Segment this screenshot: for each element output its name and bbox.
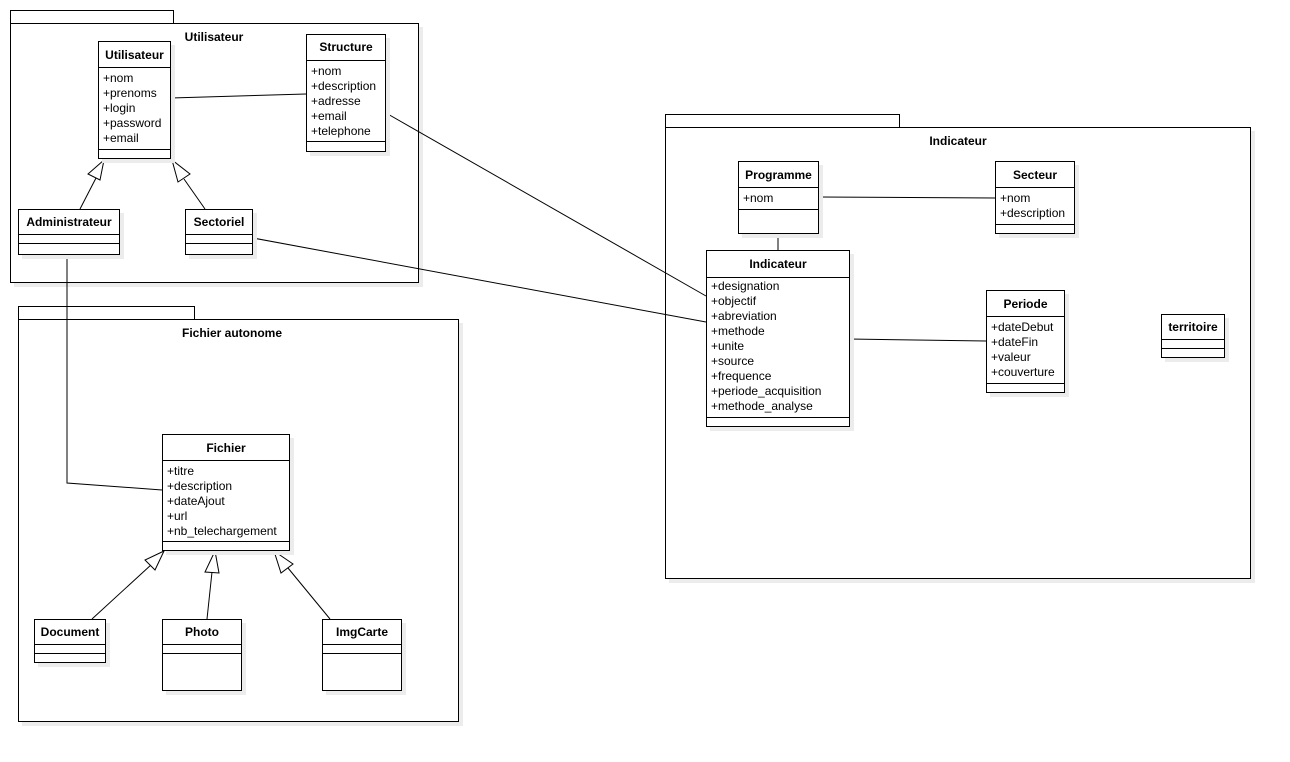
class-attributes: +nom +description xyxy=(996,188,1074,225)
generalization-photo xyxy=(206,571,213,620)
attribute: +methode xyxy=(711,324,765,338)
attribute: +login xyxy=(103,101,136,115)
class-attributes xyxy=(163,645,241,654)
generalization-arrowhead xyxy=(273,549,294,574)
attribute: +description xyxy=(1000,206,1066,220)
attribute: +email xyxy=(311,109,347,123)
attribute: +nom xyxy=(743,191,774,205)
attribute: +url xyxy=(167,509,188,523)
attribute: +source xyxy=(711,354,755,368)
attribute: +dateFin xyxy=(991,335,1039,349)
attribute: +description xyxy=(311,79,377,93)
class-utilisateur[interactable]: Utilisateur +nom +prenoms +login +passwo… xyxy=(98,41,171,159)
attribute: +email xyxy=(103,131,139,145)
class-document[interactable]: Document xyxy=(34,619,106,663)
package-title: Utilisateur xyxy=(184,30,244,44)
generalization-arrowhead xyxy=(144,549,166,571)
attribute: +password xyxy=(103,116,162,130)
association-structure-indicateur xyxy=(385,112,707,297)
class-administrateur[interactable]: Administrateur xyxy=(18,209,120,255)
association-sectoriel-indicateur xyxy=(252,237,707,323)
class-name: Periode xyxy=(987,291,1064,317)
class-name: territoire xyxy=(1162,315,1224,340)
association-indicateur-periode xyxy=(848,338,987,342)
class-indicateur[interactable]: Indicateur +designation +objectif +abrev… xyxy=(706,250,850,427)
generalization-sectoriel xyxy=(183,178,206,210)
class-attributes: +nom +prenoms +login +password +email xyxy=(99,68,170,150)
generalization-imgcarte xyxy=(287,567,331,620)
attribute: +dateDebut xyxy=(991,320,1054,334)
class-attributes xyxy=(35,645,105,654)
class-sectoriel[interactable]: Sectoriel xyxy=(185,209,253,255)
class-imgcarte[interactable]: ImgCarte xyxy=(322,619,402,691)
attribute: +titre xyxy=(167,464,195,478)
class-secteur[interactable]: Secteur +nom +description xyxy=(995,161,1075,234)
class-name: Fichier xyxy=(163,435,289,461)
class-attributes: +nom +description +adresse +email +telep… xyxy=(307,61,385,142)
attribute: +description xyxy=(167,479,233,493)
class-name: Photo xyxy=(163,620,241,645)
association-administrateur-fichier xyxy=(66,255,163,491)
class-name: Document xyxy=(35,620,105,645)
class-attributes xyxy=(19,235,119,244)
class-name: Programme xyxy=(739,162,818,188)
attribute: +couverture xyxy=(991,365,1055,379)
class-attributes: +titre +description +dateAjout +url +nb_… xyxy=(163,461,289,542)
class-name: ImgCarte xyxy=(323,620,401,645)
class-structure[interactable]: Structure +nom +description +adresse +em… xyxy=(306,34,386,152)
attribute: +telephone xyxy=(311,124,371,138)
attribute: +designation xyxy=(711,279,780,293)
class-attributes xyxy=(323,645,401,654)
class-photo[interactable]: Photo xyxy=(162,619,242,691)
attribute: +nom xyxy=(103,71,134,85)
attribute: +nom xyxy=(1000,191,1031,205)
generalization-arrowhead xyxy=(204,549,220,574)
package-tab xyxy=(665,114,900,127)
generalization-administrateur xyxy=(79,177,97,210)
class-programme[interactable]: Programme +nom xyxy=(738,161,819,234)
class-attributes: +nom xyxy=(739,188,818,210)
association-programme-secteur xyxy=(818,196,996,199)
class-fichier[interactable]: Fichier +titre +description +dateAjout +… xyxy=(162,434,290,551)
class-attributes xyxy=(1162,340,1224,349)
package-tab xyxy=(10,10,174,23)
class-attributes: +designation +objectif +abreviation +met… xyxy=(707,278,849,418)
attribute: +frequence xyxy=(711,369,772,383)
class-name: Utilisateur xyxy=(99,42,170,68)
attribute: +nb_telechargement xyxy=(167,524,277,538)
class-name: Sectoriel xyxy=(186,210,252,235)
attribute: +periode_acquisition xyxy=(711,384,822,398)
package-tab xyxy=(18,306,195,319)
generalization-arrowhead xyxy=(171,158,191,183)
class-name: Indicateur xyxy=(707,251,849,278)
class-name: Structure xyxy=(307,35,385,61)
class-attributes: +dateDebut +dateFin +valeur +couverture xyxy=(987,317,1064,384)
attribute: +unite xyxy=(711,339,745,353)
generalization-arrowhead xyxy=(87,158,105,181)
package-title: Indicateur xyxy=(929,134,987,148)
association-utilisateur-structure xyxy=(170,93,307,99)
class-attributes xyxy=(186,235,252,244)
attribute: +prenoms xyxy=(103,86,157,100)
attribute: +abreviation xyxy=(711,309,777,323)
class-territoire[interactable]: territoire xyxy=(1161,314,1225,358)
attribute: +nom xyxy=(311,64,342,78)
class-name: Administrateur xyxy=(19,210,119,235)
generalization-document xyxy=(91,563,153,620)
class-name: Secteur xyxy=(996,162,1074,188)
attribute: +objectif xyxy=(711,294,757,308)
attribute: +dateAjout xyxy=(167,494,225,508)
attribute: +adresse xyxy=(311,94,361,108)
attribute: +valeur xyxy=(991,350,1031,364)
class-periode[interactable]: Periode +dateDebut +dateFin +valeur +cou… xyxy=(986,290,1065,393)
package-title: Fichier autonome xyxy=(181,326,283,340)
attribute: +methode_analyse xyxy=(711,399,813,413)
